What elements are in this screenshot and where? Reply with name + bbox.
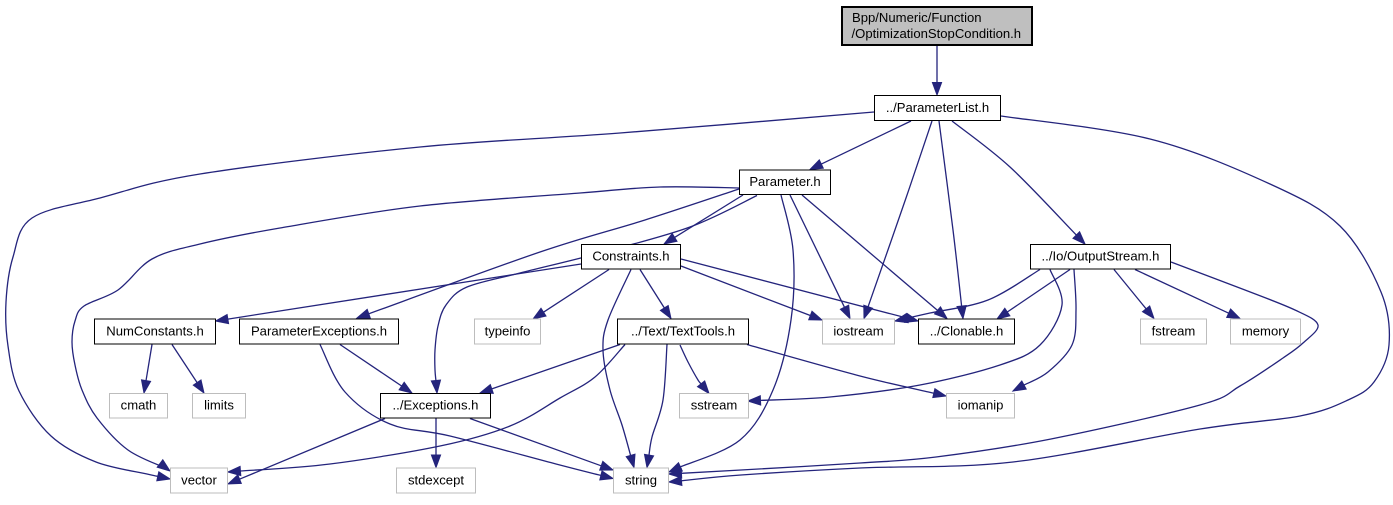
svg-text:/OptimizationStopCondition.h: /OptimizationStopCondition.h (852, 26, 1022, 41)
svg-text:ParameterExceptions.h: ParameterExceptions.h (251, 323, 387, 338)
svg-text:Constraints.h: Constraints.h (592, 249, 669, 264)
svg-text:Bpp/Numeric/Function: Bpp/Numeric/Function (852, 10, 982, 25)
svg-text:cmath: cmath (121, 398, 157, 413)
svg-text:../Clonable.h: ../Clonable.h (930, 323, 1004, 338)
svg-text:vector: vector (181, 472, 217, 487)
svg-text:../Io/OutputStream.h: ../Io/OutputStream.h (1042, 249, 1160, 264)
svg-text:NumConstants.h: NumConstants.h (106, 323, 204, 338)
svg-text:string: string (625, 472, 657, 487)
svg-text:iomanip: iomanip (958, 398, 1004, 413)
svg-text:stdexcept: stdexcept (408, 472, 464, 487)
svg-text:limits: limits (204, 398, 234, 413)
svg-text:iostream: iostream (833, 323, 883, 338)
svg-text:memory: memory (1242, 323, 1290, 338)
svg-text:typeinfo: typeinfo (485, 323, 531, 338)
svg-text:../ParameterList.h: ../ParameterList.h (886, 100, 989, 115)
svg-text:../Text/TextTools.h: ../Text/TextTools.h (631, 323, 735, 338)
svg-text:fstream: fstream (1152, 323, 1196, 338)
svg-text:../Exceptions.h: ../Exceptions.h (393, 398, 479, 413)
svg-text:Parameter.h: Parameter.h (749, 174, 820, 189)
svg-text:sstream: sstream (691, 398, 738, 413)
